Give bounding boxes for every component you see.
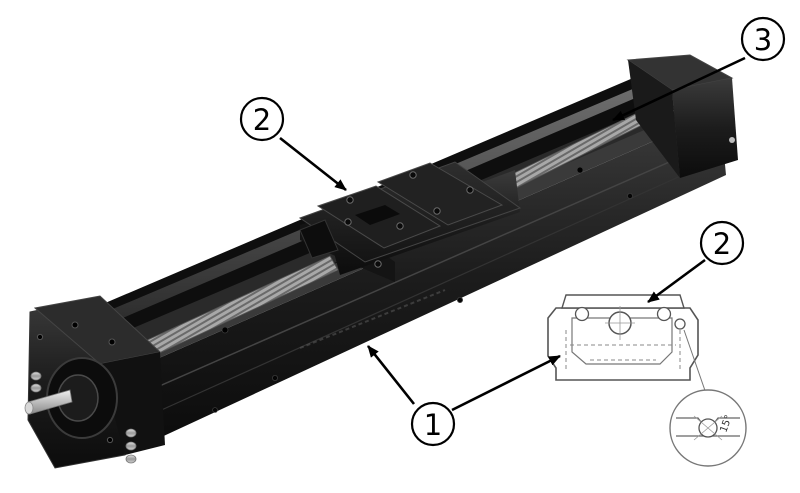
callout-label-2-top: 2 <box>239 96 285 142</box>
callout-label-2-inset: 2 <box>699 220 745 266</box>
arrow-1-lower <box>451 354 561 412</box>
carriage-block <box>298 161 522 282</box>
arrow-3 <box>612 56 746 122</box>
callout-arrows <box>279 56 746 412</box>
arrow-1-upper <box>366 345 416 405</box>
near-end-block <box>24 295 165 469</box>
arrow-2-top <box>279 136 347 192</box>
side-mounting-holes <box>212 192 634 413</box>
end-plate-holes <box>36 321 116 444</box>
callout-text-2-top: 2 <box>253 103 271 137</box>
side-engraving <box>299 289 446 349</box>
end-screws <box>30 371 137 464</box>
callout-text-1: 1 <box>424 408 442 442</box>
callout-text-3: 3 <box>754 23 772 57</box>
callout-label-1: 1 <box>410 401 456 447</box>
arrow-2-inset <box>647 258 706 304</box>
callout-text-2-inset: 2 <box>713 227 731 261</box>
callout-label-3: 3 <box>740 16 786 62</box>
cross-section-inset: 15° <box>547 294 747 467</box>
far-end-block <box>626 54 738 178</box>
